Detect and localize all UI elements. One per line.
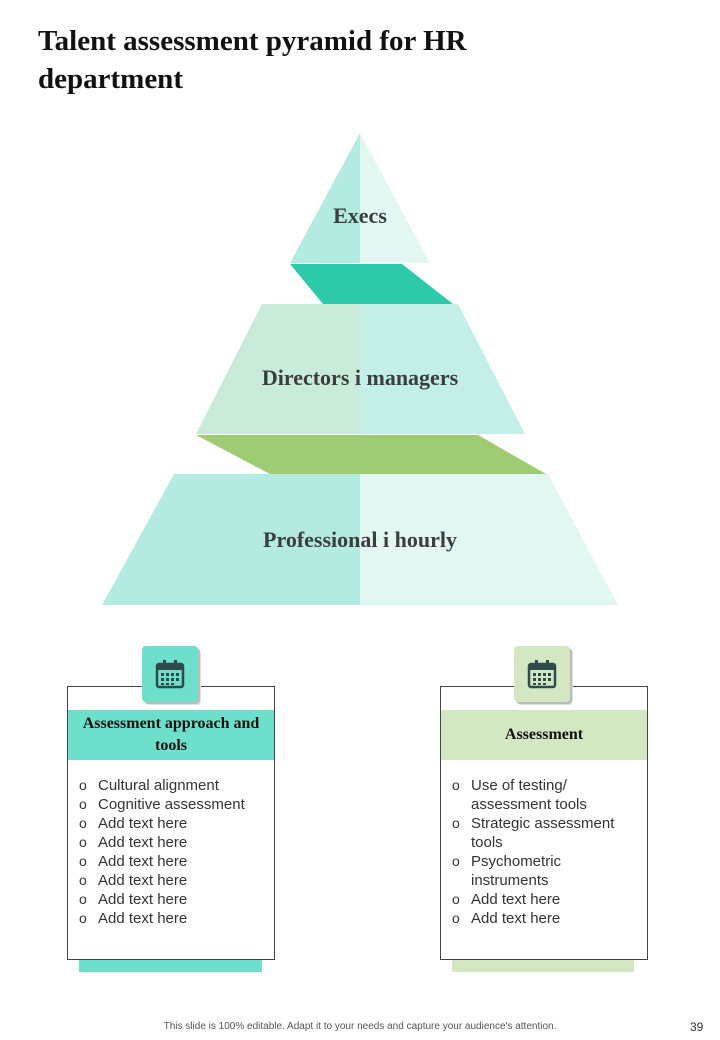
tier-label-execs: Execs — [333, 203, 387, 228]
list-item: Add text here — [79, 814, 265, 833]
footer-note: This slide is 100% editable. Adapt it to… — [163, 1021, 557, 1032]
card-heading: Assessment approach and tools — [68, 710, 274, 760]
card-icon-box — [142, 646, 198, 702]
card-item-list: Cultural alignment Cognitive assessment … — [79, 776, 265, 928]
pyramid-middle-right — [360, 304, 525, 434]
list-item: Cultural alignment — [79, 776, 265, 795]
list-item: Add text here — [79, 852, 265, 871]
list-item: Strategic assessment tools — [452, 814, 638, 852]
pyramid-connector-1 — [290, 264, 453, 304]
pyramid-top-right — [360, 133, 430, 263]
page-title: Talent assessment pyramid for HR departm… — [38, 25, 467, 95]
tier-label-directors-managers: Directors i managers — [261, 365, 459, 390]
card-icon-box — [514, 646, 570, 702]
card-heading: Assessment — [441, 710, 647, 760]
list-item: Add text here — [79, 909, 265, 928]
list-item: Add text here — [452, 909, 638, 928]
card-item-list: Use of testing/ assessment tools Strateg… — [452, 776, 638, 928]
pyramid-top-left — [290, 133, 360, 263]
pyramid-middle-left — [196, 304, 360, 434]
list-item: Add text here — [452, 890, 638, 909]
page-number: 39 — [690, 1020, 704, 1034]
talent-pyramid — [102, 133, 618, 605]
pyramid-bottom-left — [102, 474, 360, 605]
calendar-icon — [527, 660, 557, 689]
list-item: Add text here — [79, 890, 265, 909]
list-item: Use of testing/ assessment tools — [452, 776, 638, 814]
pyramid-bottom-right — [360, 474, 618, 605]
pyramid-connector-2 — [196, 435, 546, 474]
list-item: Psychometric instruments — [452, 852, 638, 890]
calendar-icon — [155, 660, 185, 689]
list-item: Add text here — [79, 833, 265, 852]
card-bottom-bar — [452, 960, 634, 972]
tier-label-professional-hourly: Professional i hourly — [263, 527, 457, 552]
list-item: Add text here — [79, 871, 265, 890]
list-item: Cognitive assessment — [79, 795, 265, 814]
card-bottom-bar — [79, 960, 262, 972]
